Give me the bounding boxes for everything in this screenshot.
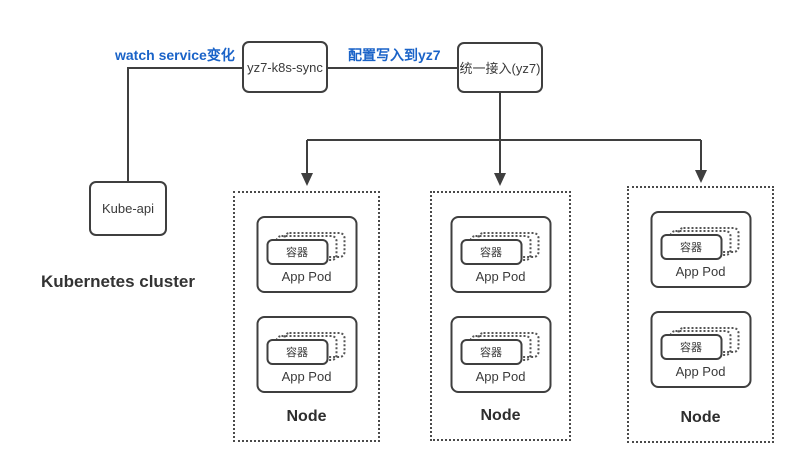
- connector-sync-to-kubeapi: [127, 67, 242, 181]
- app-pod-label: App Pod: [475, 269, 526, 284]
- app-pod-label: App Pod: [475, 369, 526, 384]
- container-label: 容器: [480, 347, 502, 359]
- container-box: 容器: [660, 334, 722, 360]
- app-pod: 容器 App Pod: [256, 316, 357, 393]
- app-pod: 容器 App Pod: [450, 216, 551, 293]
- arrowhead-node-1: [301, 173, 313, 186]
- container-box: 容器: [460, 239, 522, 265]
- container-label: 容器: [680, 242, 702, 254]
- config-write-label: 配置写入到yz7: [348, 47, 441, 63]
- container-box: 容器: [460, 339, 522, 365]
- kubernetes-cluster-label: Kubernetes cluster: [41, 272, 195, 291]
- container-label: 容器: [480, 247, 502, 259]
- app-pod-label: App Pod: [675, 364, 726, 379]
- app-pod-label: App Pod: [281, 369, 332, 384]
- app-pod: 容器 App Pod: [450, 316, 551, 393]
- kube-api-box: Kube-api: [89, 181, 167, 236]
- arrowhead-node-3: [695, 170, 707, 183]
- container-box: 容器: [660, 234, 722, 260]
- container-box: 容器: [266, 339, 328, 365]
- container-label: 容器: [680, 342, 702, 354]
- app-pod-label: App Pod: [281, 269, 332, 284]
- container-label: 容器: [286, 347, 308, 359]
- yz7-k8s-sync-label: yz7-k8s-sync: [247, 59, 323, 75]
- node-label: Node: [286, 408, 327, 425]
- node-label: Node: [680, 409, 721, 426]
- connector-gateway-bus: [307, 93, 701, 141]
- app-pod: 容器 App Pod: [650, 211, 751, 288]
- app-pod: 容器 App Pod: [256, 216, 357, 293]
- app-pod-label: App Pod: [675, 264, 726, 279]
- container-label: 容器: [286, 247, 308, 259]
- unified-access-label: 统一接入(yz7): [459, 61, 541, 76]
- node-2: 容器 App Pod 容器 App Pod Node: [430, 191, 571, 441]
- app-pod: 容器 App Pod: [650, 311, 751, 388]
- container-box: 容器: [266, 239, 328, 265]
- kube-api-label: Kube-api: [101, 201, 155, 216]
- watch-service-label: watch service变化: [115, 47, 235, 63]
- node-1: 容器 App Pod 容器 App Pod Node: [233, 191, 380, 442]
- yz7-k8s-sync-box: yz7-k8s-sync: [242, 41, 328, 93]
- node-label: Node: [480, 407, 521, 424]
- node-3: 容器 App Pod 容器 App Pod Node: [627, 186, 774, 443]
- arrowhead-node-2: [494, 173, 506, 186]
- unified-access-box: 统一接入(yz7): [457, 42, 543, 93]
